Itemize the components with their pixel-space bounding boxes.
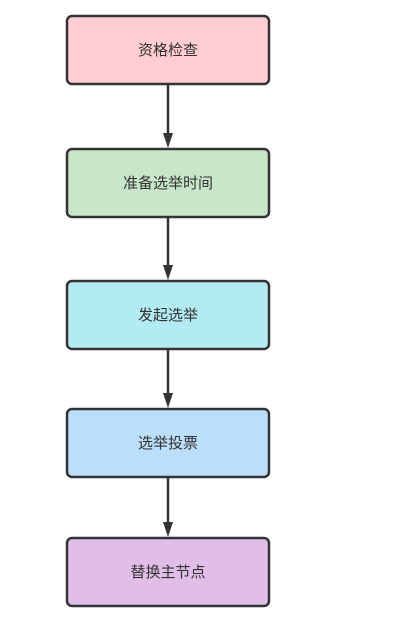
flow-step-box [65,279,271,351]
flow-step-5: 替换主节点 [65,536,271,608]
flow-arrow-head [163,133,173,148]
flow-arrow-head [163,265,173,280]
flow-arrow-4 [163,478,173,537]
flow-step-box [65,536,271,608]
flow-arrows [163,85,173,537]
flow-step-1: 资格检查 [65,14,271,86]
flow-step-2: 准备选举时间 [65,147,271,219]
flow-step-box [65,14,271,86]
flow-step-3: 发起选举 [65,279,271,351]
flow-step-box [65,407,271,479]
flow-arrow-head [163,393,173,408]
flow-step-box [65,147,271,219]
flow-step-label: 选举投票 [138,434,198,452]
flow-arrow-1 [163,85,173,148]
flow-step-label: 资格检查 [138,41,198,59]
flow-step-label: 发起选举 [138,306,198,324]
flow-step-label: 准备选举时间 [123,174,213,192]
flow-arrow-head [163,522,173,537]
flow-step-4: 选举投票 [65,407,271,479]
flow-arrow-2 [163,218,173,280]
flow-arrow-3 [163,350,173,408]
flow-step-label: 替换主节点 [130,563,205,581]
